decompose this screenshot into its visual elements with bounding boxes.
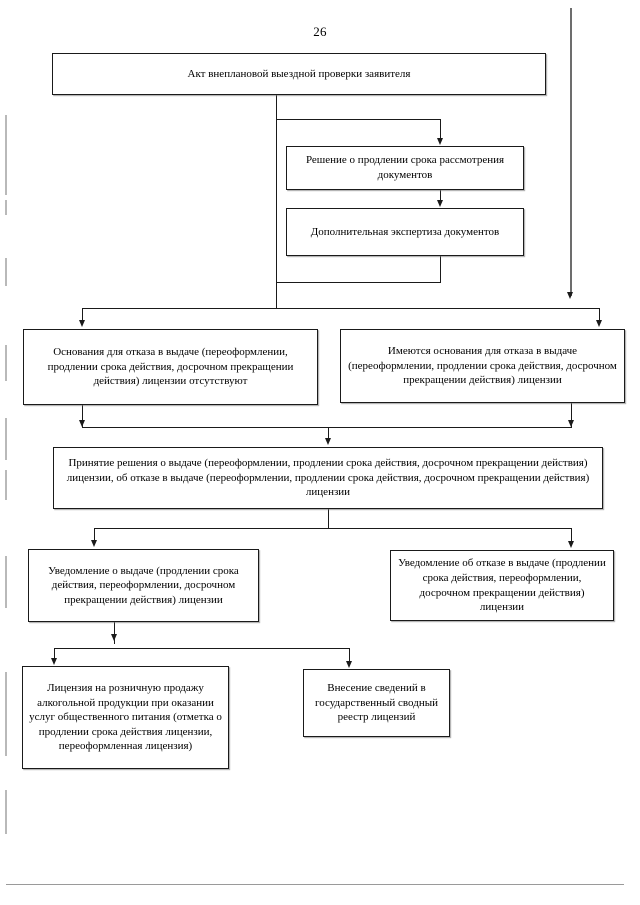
node-no-grounds-for-refusal[interactable]: Основания для отказа в выдаче (переоформ… [23,329,318,405]
connector-act-to-decision-extend-vertical [440,119,441,139]
arrow-notice-refusal [568,541,574,548]
arrow-external-top-right [567,292,573,299]
node-decision-taking-label: Принятие решения о выдаче (переоформлени… [66,457,590,499]
left-margin-rule-7 [5,556,7,608]
node-has-grounds-for-refusal[interactable]: Имеются основания для отказа в выдаче (п… [340,329,625,403]
left-margin-rule-9 [5,790,7,834]
connector-act-to-decision-extend-horizontal [276,119,441,120]
node-notice-of-grant-label: Уведомление о выдаче (продлении срока де… [48,564,239,606]
arrow-registry-entry [346,661,352,668]
connector-decision-taking-down [328,509,329,528]
left-margin-rule-4 [5,345,7,381]
arrow-has-grounds [596,320,602,327]
node-notice-of-refusal[interactable]: Уведомление об отказе в выдаче (продлени… [390,550,614,621]
connector-bottom-split-bar [54,648,350,649]
node-additional-expertise-label: Дополнительная экспертиза документов [310,225,500,238]
left-margin-rule-6 [5,470,7,500]
connector-notices-split-bar [94,528,572,529]
connector-merge-bar [82,427,572,428]
left-margin-rule-5 [5,418,7,460]
arrow-no-grounds-merge [79,420,85,427]
connector-notice-grant-drop [94,528,95,541]
connector-has-grounds-down [571,403,572,427]
node-additional-expertise[interactable]: Дополнительная экспертиза документов [286,208,524,256]
connector-grounds-split-left-drop [82,308,83,321]
connector-grounds-split-bar [82,308,600,309]
bottom-margin-rule [6,884,624,885]
connector-external-top-right-vertical [570,8,572,296]
left-margin-rule-3 [5,258,7,286]
connector-no-grounds-down [82,405,83,427]
arrow-no-grounds [79,320,85,327]
node-decision-taking[interactable]: Принятие решения о выдаче (переоформлени… [53,447,603,509]
node-notice-of-refusal-label: Уведомление об отказе в выдаче (продлени… [398,557,606,614]
node-registry-entry-label: Внесение сведений в государственный свод… [315,682,438,724]
left-margin-rule-2 [5,200,7,215]
node-has-grounds-for-refusal-label: Имеются основания для отказа в выдаче (п… [348,345,617,387]
connector-decision-extend-to-expertise [440,190,441,201]
node-act-of-inspection-label: Акт внеплановой выездной проверки заявит… [187,67,411,80]
left-margin-rule-8 [5,672,7,756]
connector-notice-refusal-drop [571,528,572,542]
node-license-retail-alcohol[interactable]: Лицензия на розничную продажу алкогольно… [22,666,229,769]
arrow-decision-extend [437,138,443,145]
arrow-notice-grant [91,540,97,547]
connector-notice-grant-down [114,622,115,644]
node-decision-extend-term[interactable]: Решение о продлении срока рассмотрения д… [286,146,524,190]
node-registry-entry[interactable]: Внесение сведений в государственный свод… [303,669,450,737]
node-decision-extend-term-label: Решение о продлении срока рассмотрения д… [305,154,505,181]
connector-expertise-down [440,256,441,283]
connector-merge-to-decision-taking [328,427,329,439]
connector-expertise-loop-left [276,282,441,283]
node-no-grounds-for-refusal-label: Основания для отказа в выдаче (переоформ… [47,346,294,388]
node-act-of-inspection[interactable]: Акт внеплановой выездной проверки заявит… [52,53,546,95]
connector-act-down [276,95,277,309]
arrow-license-retail [51,658,57,665]
node-license-retail-alcohol-label: Лицензия на розничную продажу алкогольно… [29,682,222,753]
node-notice-of-grant[interactable]: Уведомление о выдаче (продлении срока де… [28,549,259,622]
connector-license-retail-drop [54,648,55,659]
arrow-has-grounds-merge [568,420,574,427]
left-margin-rule-1 [5,115,7,195]
connector-registry-entry-drop [349,648,350,662]
connector-grounds-split-right-drop [599,308,600,321]
arrow-decision-taking [325,438,331,445]
arrow-additional-expertise [437,200,443,207]
arrow-bottom-split-entry [111,634,117,641]
page-number: 26 [313,24,327,39]
